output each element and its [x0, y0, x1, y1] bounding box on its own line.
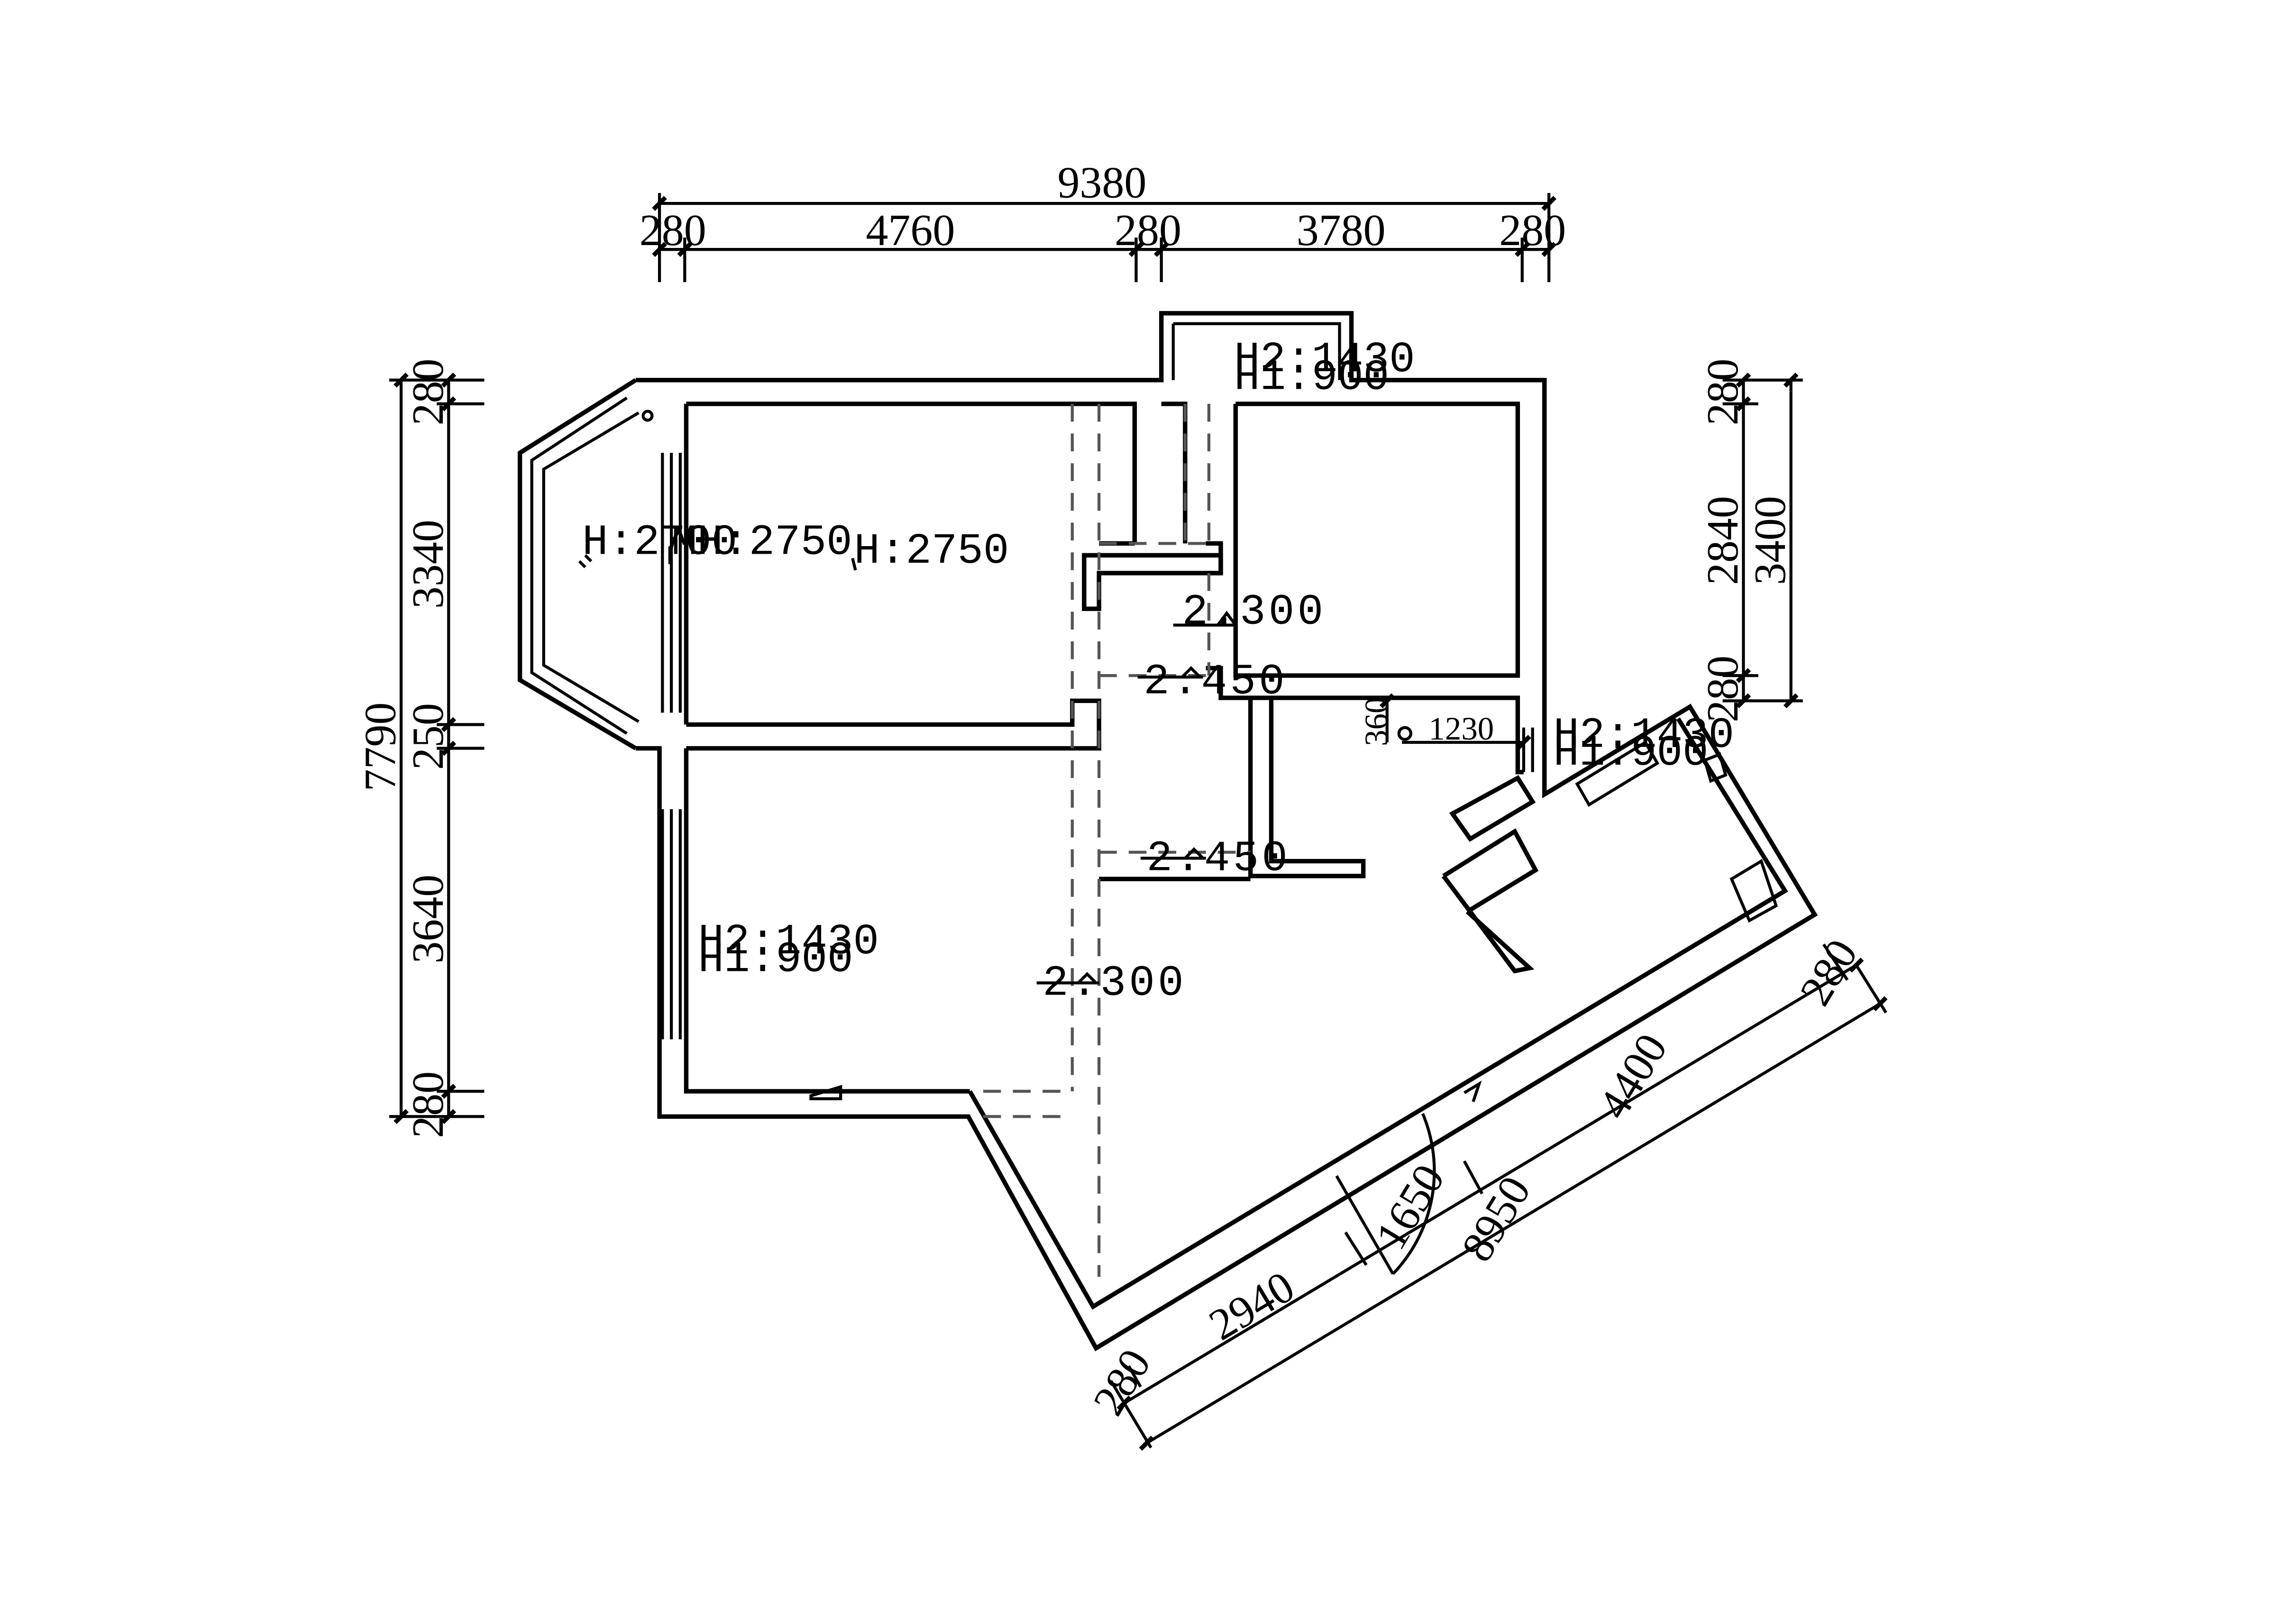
- dim-top-seg-1: 280: [640, 206, 706, 255]
- dim-interior-width: 1230: [1428, 711, 1494, 747]
- symbols: [578, 410, 1482, 1102]
- dim-left-seg-5: 280: [403, 1071, 453, 1138]
- label-bay-window: H:2700: [582, 518, 737, 567]
- dim-right-seg-2: 2840: [1698, 496, 1747, 585]
- dim-left-seg-3: 250: [403, 703, 453, 770]
- dim-top-seg-2: 4760: [866, 206, 955, 255]
- label-left-window-h2: H2:1430: [698, 918, 878, 967]
- level-marker-shapes: [1036, 611, 1237, 985]
- label-top-window-h2: H2:1430: [1234, 336, 1415, 384]
- interior-walls: [686, 541, 1778, 974]
- label-top-window-h1: H1:900: [1234, 354, 1389, 402]
- label-left-window-h1: H1:900: [698, 935, 853, 984]
- interior-dimensions: [1379, 693, 1531, 750]
- dashed-lines: [983, 403, 1251, 1277]
- dim-left-total: 7790: [356, 702, 405, 791]
- level-living: 2.300: [1043, 959, 1187, 1008]
- dim-left-seg-1: 280: [403, 358, 453, 425]
- left-dimensions: [389, 372, 485, 1124]
- level-corridor-mid: 2.450: [1143, 658, 1288, 707]
- dim-left-seg-4: 3640: [403, 875, 453, 964]
- dim-bottom-seg-3: 1650: [1366, 1156, 1454, 1258]
- dim-bottom-seg-1: 280: [1084, 1341, 1161, 1423]
- dim-top-total: 9380: [1057, 158, 1146, 208]
- label-right-window-h1: H1:900: [1554, 729, 1709, 778]
- label-bedroom-ceiling: H:2750: [854, 527, 1009, 576]
- label-bedroom-window: MH:2750: [671, 518, 852, 567]
- dim-top-seg-4: 3780: [1297, 206, 1386, 255]
- dim-right-seg-1: 280: [1698, 358, 1747, 425]
- exterior-walls: [517, 311, 1818, 1352]
- dim-bottom-seg-5: 280: [1791, 931, 1867, 1014]
- dim-top-seg-3: 280: [1115, 206, 1181, 255]
- dim-bottom-total: 8950: [1452, 1168, 1540, 1270]
- windows: [661, 453, 1534, 1040]
- entry-door: [1335, 1113, 1436, 1275]
- dim-interior-height: 360: [1358, 697, 1394, 746]
- right-dimensions: [1722, 372, 1803, 709]
- dim-right-total: 3400: [1746, 496, 1795, 585]
- top-dimensions: [652, 193, 1557, 283]
- bottom-dimensions: [1109, 943, 1888, 1451]
- level-corridor-upper: 2.300: [1182, 588, 1326, 637]
- label-right-window-h2: H2:1430: [1554, 711, 1734, 760]
- dim-right-seg-3: 280: [1698, 656, 1747, 722]
- dim-top-seg-5: 280: [1499, 206, 1566, 255]
- dim-left-seg-2: 3340: [403, 520, 453, 609]
- level-corridor-lower: 2.450: [1146, 834, 1290, 883]
